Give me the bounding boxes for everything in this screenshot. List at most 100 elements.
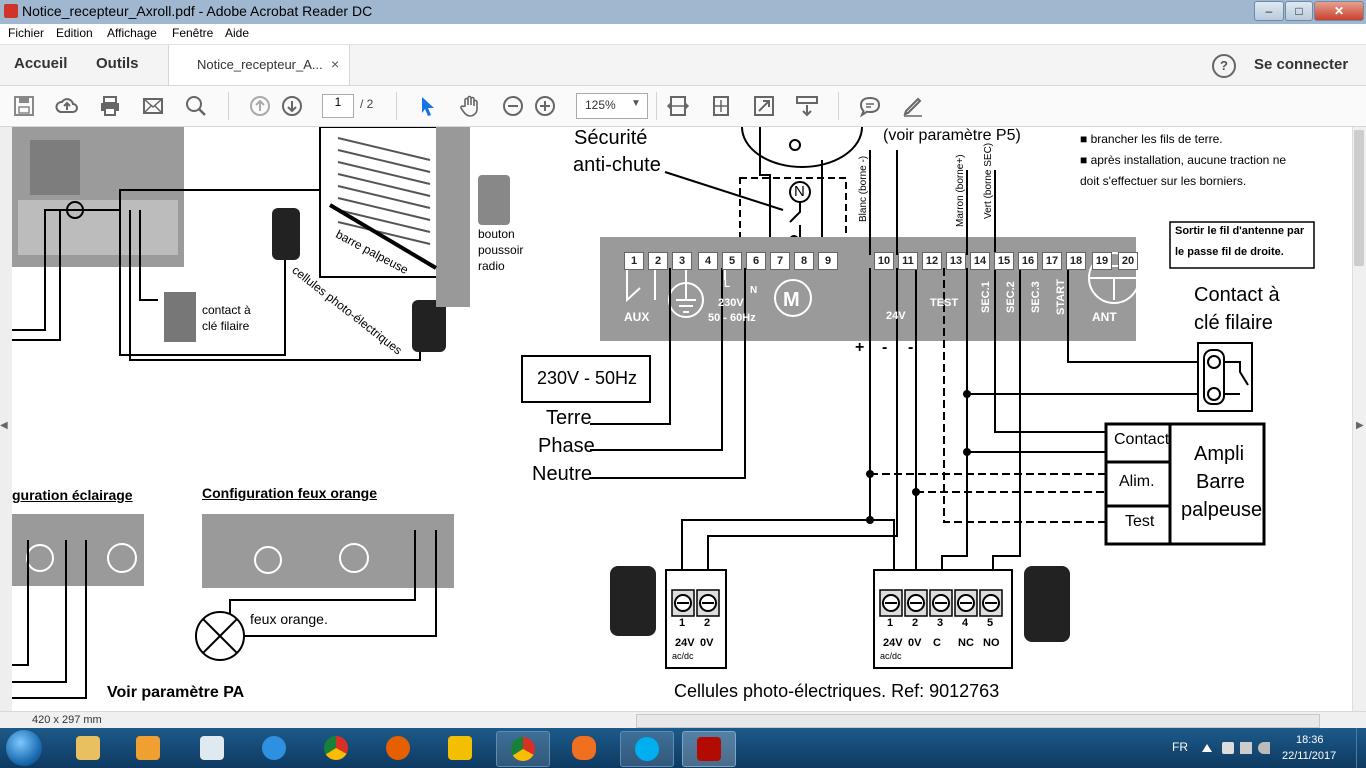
- close-tab-icon[interactable]: ×: [331, 56, 340, 72]
- cell-left-number: 2: [704, 617, 711, 629]
- terminal-number: 15: [994, 252, 1014, 270]
- media-player-icon: [136, 736, 160, 760]
- menu-edition[interactable]: Edition: [56, 26, 93, 40]
- fish-icon: [572, 736, 596, 760]
- horizontal-scrollbar[interactable]: [636, 714, 1320, 728]
- ie-taskbar-button[interactable]: [248, 731, 300, 765]
- label-hz: 50 - 60Hz: [708, 312, 756, 324]
- tab-accueil[interactable]: Accueil: [14, 55, 68, 72]
- taskbar: FR 18:36 22/11/2017: [0, 728, 1366, 768]
- label-neutre: Neutre: [532, 463, 593, 485]
- label-contact-cle-1: Contact à: [1194, 284, 1280, 306]
- app-taskbar-button[interactable]: [434, 731, 486, 765]
- vertical-scroll-thumb[interactable]: [1354, 130, 1364, 266]
- skype-taskbar-button[interactable]: [620, 731, 674, 767]
- toolbar-separator: [838, 92, 839, 120]
- search-icon[interactable]: [184, 94, 208, 118]
- terminal-number: 7: [770, 252, 790, 270]
- page-next-arrow-icon[interactable]: ▶: [1356, 420, 1364, 431]
- acrobat-taskbar-button[interactable]: [682, 731, 736, 767]
- menu-affichage[interactable]: Affichage: [107, 26, 157, 40]
- menu-aide[interactable]: Aide: [225, 26, 250, 40]
- terminal-number: 4: [698, 252, 718, 270]
- chrome-taskbar-button[interactable]: [310, 731, 362, 765]
- tab-outils[interactable]: Outils: [96, 55, 139, 72]
- chrome-active-taskbar-button[interactable]: [496, 731, 550, 767]
- label-securite: Sécurité: [574, 127, 648, 149]
- upload-icon[interactable]: [55, 94, 79, 118]
- hand-icon[interactable]: [458, 94, 482, 118]
- cell-right-label: 24V: [883, 637, 903, 649]
- ampli-box: [1104, 422, 1266, 546]
- media-taskbar-button[interactable]: [122, 731, 174, 765]
- notes-taskbar-button[interactable]: [186, 731, 238, 765]
- internet-explorer-icon: [262, 736, 286, 760]
- signin-button[interactable]: Se connecter: [1254, 56, 1349, 73]
- label-anti-chute: anti-chute: [573, 154, 661, 176]
- tab-bar: Accueil Outils Notice_recepteur_A... × ?…: [0, 45, 1366, 86]
- cell-left-block: [665, 569, 727, 669]
- volume-icon[interactable]: [1258, 742, 1270, 754]
- clock-date[interactable]: 22/11/2017: [1282, 750, 1337, 762]
- tab-document[interactable]: Notice_recepteur_A... ×: [168, 45, 350, 85]
- tray-expand-icon[interactable]: [1202, 744, 1212, 752]
- start-button[interactable]: [6, 730, 42, 766]
- full-screen-icon[interactable]: [752, 94, 776, 118]
- cell-left-number: 1: [679, 617, 686, 629]
- explorer-taskbar-button[interactable]: [62, 731, 114, 765]
- save-icon[interactable]: [12, 94, 36, 118]
- tray-icon[interactable]: [1222, 742, 1234, 754]
- comment-icon[interactable]: [858, 94, 882, 118]
- minimize-button[interactable]: –: [1254, 1, 1284, 21]
- chrome-icon: [511, 737, 535, 761]
- print-icon[interactable]: [98, 94, 122, 118]
- fit-width-icon[interactable]: [666, 94, 690, 118]
- scroll-mode-icon[interactable]: [795, 94, 819, 118]
- zoom-out-icon[interactable]: [501, 94, 525, 118]
- label-minus-1: -: [882, 339, 888, 356]
- language-indicator[interactable]: FR: [1172, 740, 1188, 754]
- page-number-input[interactable]: 1: [322, 94, 354, 118]
- note-3: doit s'effectuer sur les borniers.: [1080, 174, 1247, 188]
- page-down-icon[interactable]: [280, 94, 304, 118]
- label-minus-2: -: [908, 339, 914, 356]
- document-icon: [200, 736, 224, 760]
- firefox-taskbar-button[interactable]: [372, 731, 424, 765]
- zoom-select[interactable]: 125% ▼: [576, 93, 648, 119]
- fish-taskbar-button[interactable]: [558, 731, 610, 765]
- sign-icon[interactable]: [901, 94, 925, 118]
- page-total: / 2: [360, 97, 374, 111]
- mains-box-label: 230V - 50Hz: [537, 368, 638, 388]
- network-icon[interactable]: [1240, 742, 1252, 754]
- menu-fenetre[interactable]: Fenêtre: [172, 26, 214, 40]
- zoom-in-icon[interactable]: [533, 94, 557, 118]
- email-icon[interactable]: [141, 94, 165, 118]
- label-sec2: SEC.2: [1005, 281, 1017, 313]
- select-arrow-icon[interactable]: [416, 94, 440, 118]
- vertical-scrollbar[interactable]: [1352, 127, 1366, 711]
- skype-icon: [635, 737, 659, 761]
- label-start: START: [1055, 279, 1067, 315]
- photocell-photo: [1024, 566, 1070, 642]
- label-test: TEST: [930, 297, 959, 309]
- page-prev-arrow-icon[interactable]: ◀: [0, 420, 8, 431]
- show-desktop-button[interactable]: [1356, 728, 1366, 768]
- menu-fichier[interactable]: Fichier: [8, 26, 45, 40]
- cell-right-acdc: ac/dc: [880, 651, 902, 661]
- antenna-note-1: Sortir le fil d'antenne par: [1175, 225, 1305, 237]
- chevron-down-icon: ▼: [631, 98, 641, 109]
- clock-time[interactable]: 18:36: [1296, 734, 1324, 746]
- page-up-icon[interactable]: [248, 94, 272, 118]
- ampli-title-2: Barre: [1196, 471, 1245, 493]
- close-window-button[interactable]: ✕: [1314, 1, 1364, 21]
- terminal-number: 3: [672, 252, 692, 270]
- document-view[interactable]: M: [0, 127, 1352, 711]
- fit-page-icon[interactable]: [709, 94, 733, 118]
- toolbar-separator: [656, 92, 657, 120]
- mains-box: [521, 355, 651, 403]
- help-icon[interactable]: ?: [1212, 54, 1236, 78]
- terminal-number: 1: [624, 252, 644, 270]
- label-230v: 230V: [718, 297, 744, 309]
- label-24v: 24V: [886, 310, 906, 322]
- maximize-button[interactable]: □: [1285, 1, 1313, 21]
